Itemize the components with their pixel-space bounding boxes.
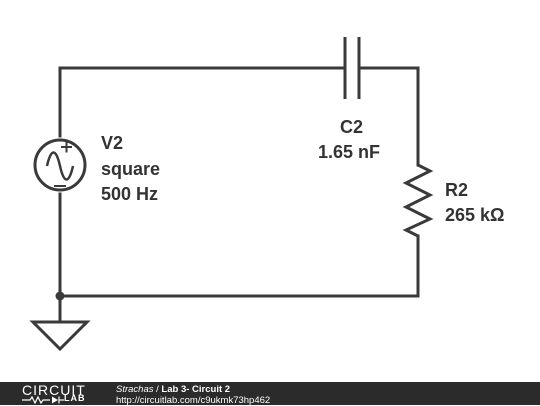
resistor-value-label: 265 kΩ <box>445 205 504 225</box>
capacitor-name-label: C2 <box>340 117 363 137</box>
capacitor-c2[interactable] <box>343 37 361 99</box>
component-labels: V2 square 500 Hz C2 1.65 nF R2 265 kΩ <box>101 117 504 225</box>
footer-credit-line: Strachas / Lab 3- Circuit 2 <box>116 384 270 395</box>
wire-top-right <box>357 66 420 167</box>
ground-junction-dot <box>55 291 65 301</box>
footer-url[interactable]: http://circuitlab.com/c9ukmk73hp462 <box>116 395 271 406</box>
wire-right-bottom <box>58 234 420 298</box>
circuit-schematic: V2 square 500 Hz C2 1.65 nF R2 265 kΩ <box>29 37 504 352</box>
footer-info: Strachas / Lab 3- Circuit 2 http://circu… <box>116 384 270 406</box>
wires <box>58 66 420 324</box>
resistor-name-label: R2 <box>445 180 468 200</box>
plus-sign-icon <box>61 141 72 153</box>
source-type-label: square <box>101 159 160 179</box>
footer-circuit-title[interactable]: Lab 3- Circuit 2 <box>161 384 231 395</box>
source-name-label: V2 <box>101 133 123 153</box>
sine-wave-icon <box>45 151 75 181</box>
footer-separator: / <box>153 384 162 395</box>
source-frequency-label: 500 Hz <box>101 184 158 204</box>
logo-text-lab: LAB <box>64 393 86 403</box>
wire-top-left <box>58 66 347 138</box>
logo-text-circuit: CIRCUIT <box>22 382 86 398</box>
footer-author[interactable]: Strachas <box>116 384 154 395</box>
resistor-r2[interactable] <box>402 163 434 238</box>
footer-bar: CIRCUIT LAB Strachas / Lab 3- Circuit 2 … <box>0 382 540 406</box>
capacitor-value-label: 1.65 nF <box>318 142 380 162</box>
ground-triangle <box>29 320 91 352</box>
voltage-source-v2[interactable] <box>33 138 87 192</box>
circuitlab-logo[interactable]: CIRCUIT LAB <box>22 382 94 404</box>
logo-circuit-mark-icon <box>22 395 64 404</box>
ground-symbol[interactable] <box>29 291 91 352</box>
resistor-zigzag <box>402 163 434 238</box>
